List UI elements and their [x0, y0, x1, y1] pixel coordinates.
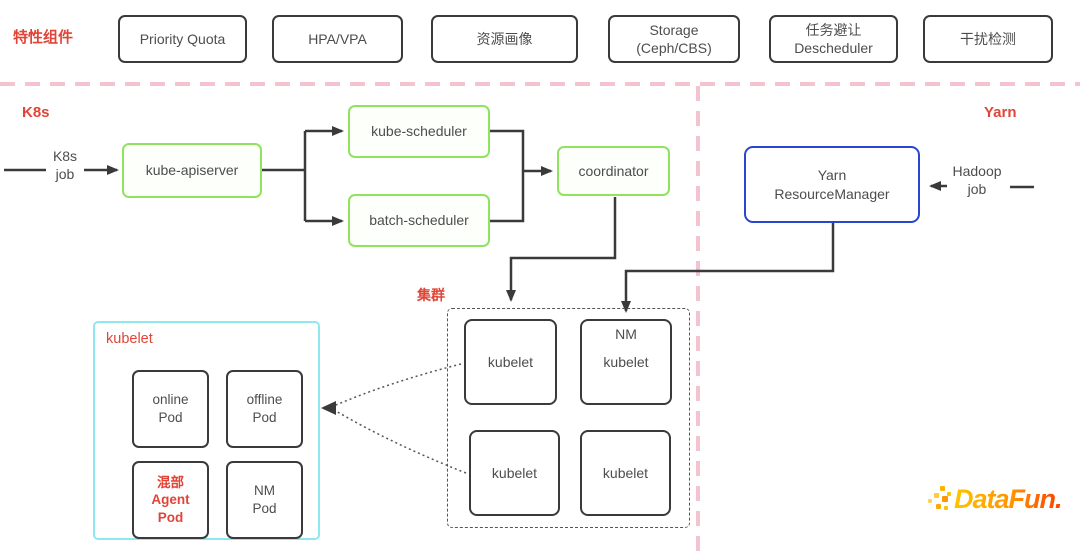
- node-label: kubelet: [603, 354, 649, 370]
- kubelet-dotted-arrowhead-icon: [321, 401, 336, 415]
- feature-box-resource-profile: 资源画像: [431, 15, 578, 63]
- schedulers-merge-line: [490, 129, 525, 223]
- online-pod-box: online Pod: [132, 370, 209, 448]
- offline-pod-box: offline Pod: [226, 370, 303, 448]
- kube-apiserver-box: kube-apiserver: [122, 143, 262, 198]
- datafun-logo-pixels-icon: [928, 486, 951, 510]
- cluster-label: 集群: [417, 287, 445, 303]
- feature-box-hpa-vpa: HPA/VPA: [272, 15, 403, 63]
- cluster-node-nm-kubelet: NM kubelet: [580, 319, 672, 405]
- node-top-label: NM: [615, 326, 637, 342]
- k8s-job-label: K8s job: [52, 148, 78, 182]
- batch-scheduler-box: batch-scheduler: [348, 194, 490, 247]
- cluster-node-kubelet-3: kubelet: [580, 430, 671, 516]
- node-label: kubelet: [491, 465, 538, 481]
- kubelet-detail-label: kubelet: [106, 331, 153, 347]
- node-label: kubelet: [487, 354, 534, 370]
- coordinator-box: coordinator: [557, 146, 670, 196]
- cluster-node-kubelet-1: kubelet: [464, 319, 557, 405]
- datafun-logo-text: DataFun.: [954, 483, 1063, 514]
- kubelet-dotted-curve-top: [335, 363, 462, 406]
- cluster-node-kubelet-2: kubelet: [469, 430, 560, 516]
- yarn-resource-manager-box: Yarn ResourceManager: [744, 146, 920, 223]
- hadoop-job-label: Hadoop job: [952, 163, 1002, 197]
- datafun-logo: DataFun.: [926, 483, 1063, 515]
- feature-box-interference-detect: 干扰检测: [923, 15, 1053, 63]
- apiserver-split-line: [262, 131, 307, 221]
- coordinator-to-cluster-arrow: [506, 197, 617, 302]
- kube-scheduler-box: kube-scheduler: [348, 105, 490, 158]
- kubelet-detail-box: kubelet online Pod offline Pod 混部 Agent …: [93, 321, 320, 540]
- node-label: kubelet: [602, 465, 649, 481]
- colocation-agent-pod-box: 混部 Agent Pod: [132, 461, 209, 539]
- feature-box-descheduler: 任务避让 Descheduler: [769, 15, 898, 63]
- yarn-section-label: Yarn: [984, 104, 1017, 121]
- feature-box-storage: Storage (Ceph/CBS): [608, 15, 740, 63]
- kubelet-dotted-curve-bottom: [335, 410, 467, 474]
- feature-box-priority-quota: Priority Quota: [118, 15, 247, 63]
- nm-pod-box: NM Pod: [226, 461, 303, 539]
- cluster-box: [447, 308, 690, 528]
- feature-bar-label: 特性组件: [13, 29, 74, 46]
- yarn-to-cluster-arrow: [621, 223, 835, 313]
- k8s-section-label: K8s: [22, 104, 50, 121]
